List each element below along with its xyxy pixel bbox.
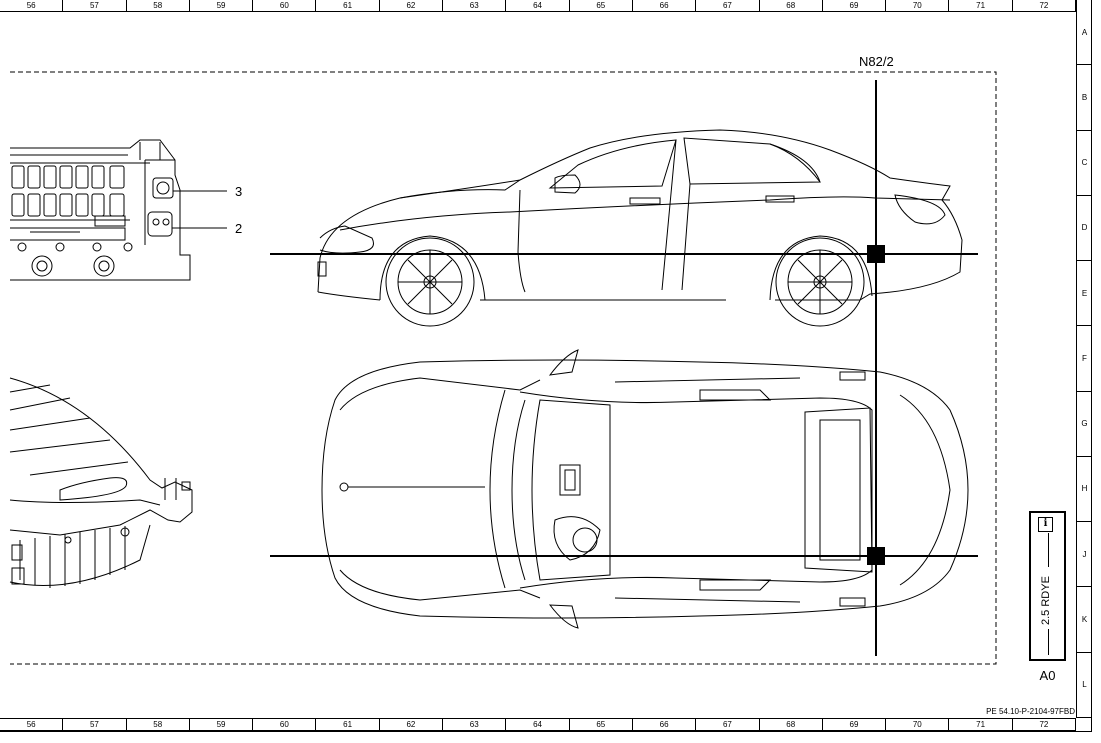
wire-line: [1048, 533, 1049, 567]
wire-line: [1048, 629, 1049, 655]
column-number: 66: [633, 719, 697, 730]
column-number: 68: [760, 719, 823, 730]
column-number: 71: [949, 0, 1013, 11]
row-letter: J: [1077, 522, 1092, 588]
row-letter: G: [1077, 392, 1092, 457]
column-number: 58: [127, 719, 190, 730]
column-number: 63: [443, 0, 507, 11]
column-number: 69: [823, 0, 887, 11]
dashed-area-frame: [10, 71, 997, 665]
column-number: 72: [1013, 719, 1077, 730]
connector-3: [152, 177, 174, 199]
row-letter: A: [1077, 0, 1092, 66]
column-number: 69: [823, 719, 887, 730]
car-side-view: [317, 129, 963, 327]
location-marker-top: [867, 547, 885, 565]
column-number: 59: [190, 719, 254, 730]
component-detail-lower: [9, 377, 193, 588]
location-marker-side: [867, 245, 885, 263]
column-number: 61: [316, 719, 380, 730]
column-number: 56: [0, 0, 64, 11]
column-number: 71: [949, 719, 1013, 730]
relay-slots: [11, 165, 125, 217]
column-ruler-top: 56 57 58 59 60 61 62 63 64 65 66 67 68 6…: [0, 0, 1077, 12]
column-number: 57: [63, 719, 127, 730]
car-top-view: [321, 349, 969, 629]
column-number: 60: [253, 719, 317, 730]
column-number: 64: [506, 0, 570, 11]
row-ruler: A B C D E F G H J K L: [1076, 0, 1092, 718]
pin-label-3: 3: [235, 184, 243, 199]
component-detail-upper: [10, 139, 227, 281]
column-number: 58: [127, 0, 190, 11]
wire-info-box[interactable]: i 2.5 RDYE: [1029, 511, 1066, 661]
row-letter: L: [1077, 653, 1092, 718]
column-number: 63: [443, 719, 507, 730]
column-number: 61: [316, 0, 380, 11]
column-number: 56: [0, 719, 64, 730]
column-number: 68: [760, 0, 823, 11]
frame-border-bottom: [0, 731, 1092, 732]
row-letter: H: [1077, 457, 1092, 523]
row-letter: F: [1077, 326, 1092, 392]
column-number: 62: [380, 0, 444, 11]
column-number: 59: [190, 0, 254, 11]
column-number: 65: [570, 719, 633, 730]
wire-spec: 2.5 RDYE: [1040, 576, 1052, 626]
column-number: 65: [570, 0, 633, 11]
column-number: 60: [253, 0, 317, 11]
row-letter: B: [1077, 65, 1092, 131]
column-number: 72: [1013, 0, 1077, 11]
location-code: A0: [1039, 668, 1056, 683]
row-letter: D: [1077, 196, 1092, 262]
column-ruler-bottom: 56 57 58 59 60 61 62 63 64 65 66 67 68 6…: [0, 718, 1077, 731]
column-number: 66: [633, 0, 697, 11]
column-number: 70: [886, 0, 950, 11]
info-icon[interactable]: i: [1038, 517, 1053, 532]
row-letter: C: [1077, 131, 1092, 196]
component-designation: N82/2: [859, 54, 894, 69]
row-letter: E: [1077, 261, 1092, 327]
column-number: 67: [696, 0, 760, 11]
column-number: 70: [886, 719, 950, 730]
connector-2: [147, 211, 173, 237]
row-letter: K: [1077, 587, 1092, 653]
column-number: 62: [380, 719, 444, 730]
frame-border-right: [1091, 0, 1092, 732]
column-number: 57: [63, 0, 127, 11]
document-id: PE 54.10-P-2104-97FBD: [986, 707, 1075, 716]
column-number: 64: [506, 719, 570, 730]
column-number: 67: [696, 719, 760, 730]
pin-label-2: 2: [235, 221, 243, 236]
